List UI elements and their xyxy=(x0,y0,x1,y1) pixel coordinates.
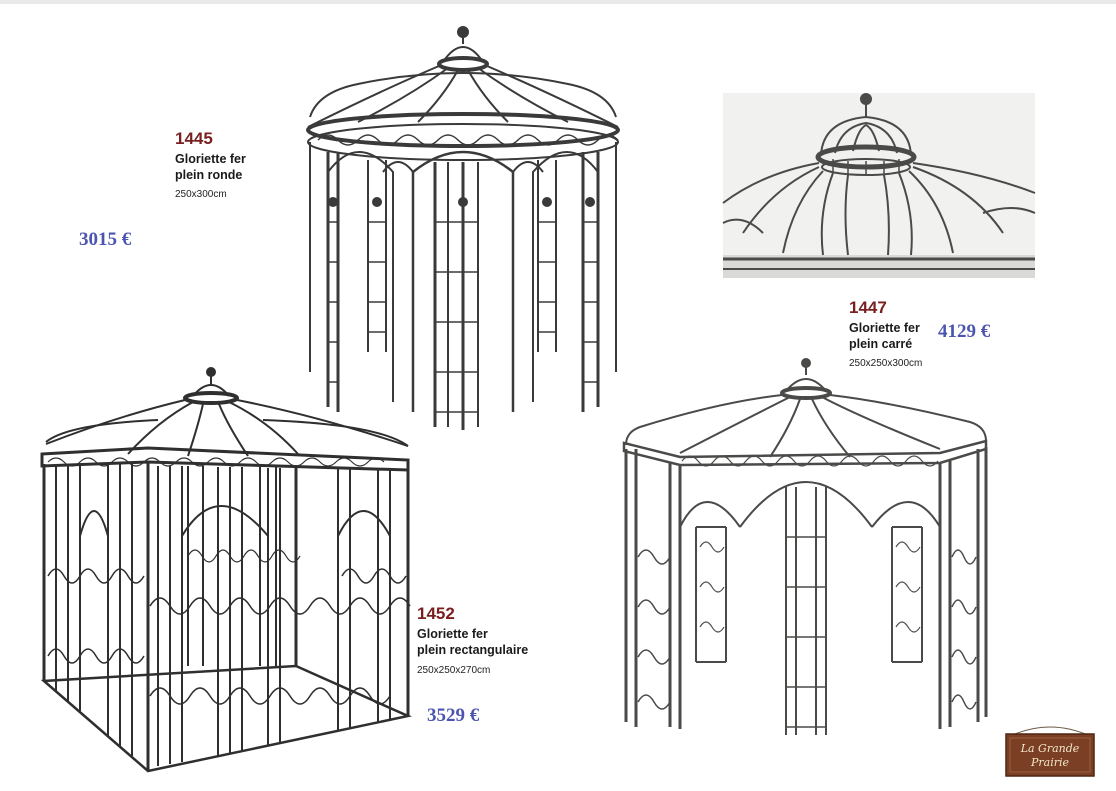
dome-detail-image xyxy=(722,93,1036,278)
round-gazebo-image xyxy=(306,26,620,430)
product-1452-name-line2: plein rectangulaire xyxy=(417,643,529,657)
la-grande-prairie-logo: La Grande Prairie xyxy=(1005,726,1095,777)
logo-line2: Prairie xyxy=(1030,756,1070,769)
product-1447-name-line1: Gloriette fer xyxy=(849,321,920,335)
square-gazebo-image xyxy=(622,358,988,735)
rectangular-gazebo-image xyxy=(40,367,413,773)
product-1445-price: 3015 € xyxy=(79,229,132,250)
product-1447-reference: 1447 xyxy=(849,298,887,317)
product-1452-reference: 1452 xyxy=(417,604,455,623)
product-1445-dimensions: 250x300cm xyxy=(175,189,227,200)
logo-line1: La Grande xyxy=(1020,742,1080,755)
product-1447-dimensions: 250x250x300cm xyxy=(849,358,923,369)
product-1452-name-line1: Gloriette fer xyxy=(417,627,488,641)
product-1445-name-line1: Gloriette fer xyxy=(175,152,246,166)
product-1452-price: 3529 € xyxy=(427,705,480,726)
product-1445-name-line2: plein ronde xyxy=(175,168,243,182)
product-1447-name-line2: plein carré xyxy=(849,337,913,351)
top-border xyxy=(0,0,1116,4)
product-1445-reference: 1445 xyxy=(175,129,213,148)
product-1447-price: 4129 € xyxy=(938,321,991,342)
product-1452-dimensions: 250x250x270cm xyxy=(417,665,491,676)
